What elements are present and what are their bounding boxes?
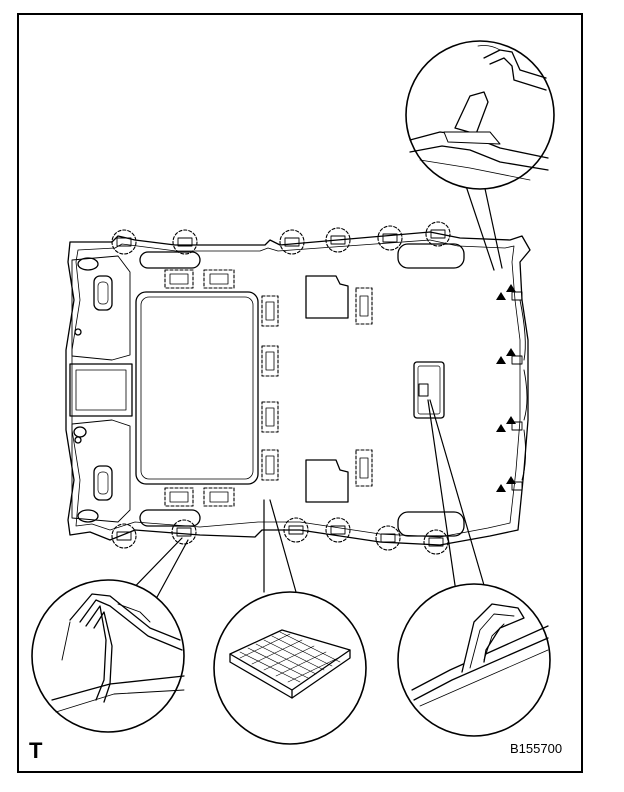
rear-clip-markers [496,284,528,492]
visor-left [71,255,131,361]
figure-frame [17,13,583,773]
callout-clip-detail-right [397,583,551,737]
grip-pad-left-front [139,251,201,269]
corner-mark: T [29,738,43,763]
figure-code: B155700 [510,741,563,756]
grip-pad-right-rear [397,511,465,537]
sunroof-opening [135,291,259,485]
callout-fastener-tape [213,591,367,745]
dome-lamp-bracket [413,361,445,419]
edge-clip-circles [111,221,451,555]
callout-clip-detail-left [31,579,185,733]
headliner-panel [65,231,531,546]
grip-pad-left-rear [397,243,465,269]
grip-pad-right-front [139,509,201,527]
dashed-clip-boxes [164,269,373,507]
console-cutout [69,363,133,417]
center-pad-rear [305,459,349,503]
visor-right [71,419,131,523]
callout-clip-detail-top [405,40,555,190]
center-pad-front [305,275,349,319]
